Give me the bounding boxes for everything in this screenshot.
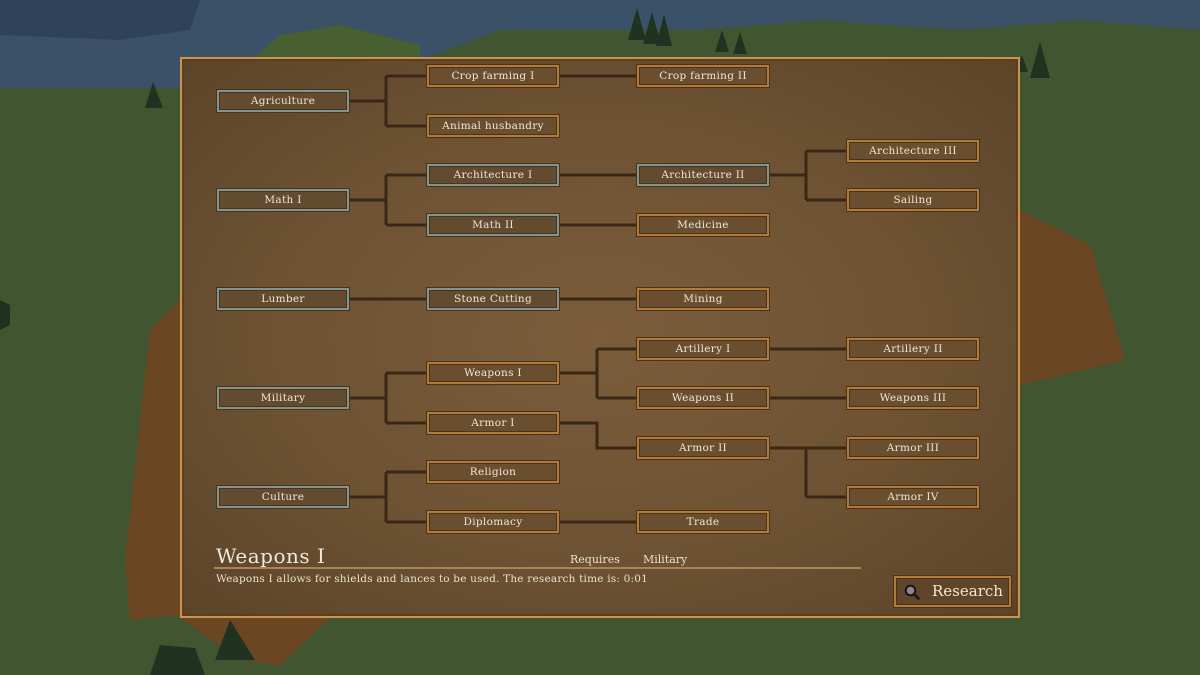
tech-node-weapons-1[interactable]: Weapons I <box>427 362 559 384</box>
requires-value: Military <box>643 553 688 566</box>
tech-node-crop-farming-1[interactable]: Crop farming I <box>427 65 559 87</box>
tech-node-diplomacy[interactable]: Diplomacy <box>427 511 559 533</box>
tech-node-agriculture[interactable]: Agriculture <box>217 90 349 112</box>
tech-node-math-2[interactable]: Math II <box>427 214 559 236</box>
tech-node-sailing[interactable]: Sailing <box>847 189 979 211</box>
tech-node-artillery-1[interactable]: Artillery I <box>637 338 769 360</box>
tech-node-architecture-2[interactable]: Architecture II <box>637 164 769 186</box>
tech-node-architecture-3[interactable]: Architecture III <box>847 140 979 162</box>
tech-node-artillery-2[interactable]: Artillery II <box>847 338 979 360</box>
tech-node-lumber[interactable]: Lumber <box>217 288 349 310</box>
tech-node-mining[interactable]: Mining <box>637 288 769 310</box>
tech-node-culture[interactable]: Culture <box>217 486 349 508</box>
tech-node-crop-farming-2[interactable]: Crop farming II <box>637 65 769 87</box>
magnifier-icon <box>904 584 920 600</box>
tech-node-weapons-2[interactable]: Weapons II <box>637 387 769 409</box>
tech-node-math-1[interactable]: Math I <box>217 189 349 211</box>
tech-node-armor-2[interactable]: Armor II <box>637 437 769 459</box>
tech-node-military[interactable]: Military <box>217 387 349 409</box>
dirt-patch-bottom <box>180 618 330 665</box>
tech-node-armor-1[interactable]: Armor I <box>427 412 559 434</box>
requires-label: Requires <box>570 553 620 566</box>
tech-node-medicine[interactable]: Medicine <box>637 214 769 236</box>
tech-node-weapons-3[interactable]: Weapons III <box>847 387 979 409</box>
tech-node-trade[interactable]: Trade <box>637 511 769 533</box>
tech-node-stone-cutting[interactable]: Stone Cutting <box>427 288 559 310</box>
info-divider <box>214 567 861 569</box>
research-button[interactable]: Research <box>894 576 1011 607</box>
dirt-patch-left <box>125 300 180 620</box>
research-button-label: Research <box>932 582 1003 600</box>
trees <box>0 8 1050 675</box>
tech-node-architecture-1[interactable]: Architecture I <box>427 164 559 186</box>
tech-node-armor-4[interactable]: Armor IV <box>847 486 979 508</box>
tech-node-religion[interactable]: Religion <box>427 461 559 483</box>
selected-tech-description: Weapons I allows for shields and lances … <box>216 573 649 585</box>
dirt-patch-right <box>1020 210 1125 385</box>
tech-node-animal-husbandry[interactable]: Animal husbandry <box>427 115 559 137</box>
lake-shadow <box>0 0 200 40</box>
selected-tech-title: Weapons I <box>216 544 326 568</box>
tech-node-armor-3[interactable]: Armor III <box>847 437 979 459</box>
